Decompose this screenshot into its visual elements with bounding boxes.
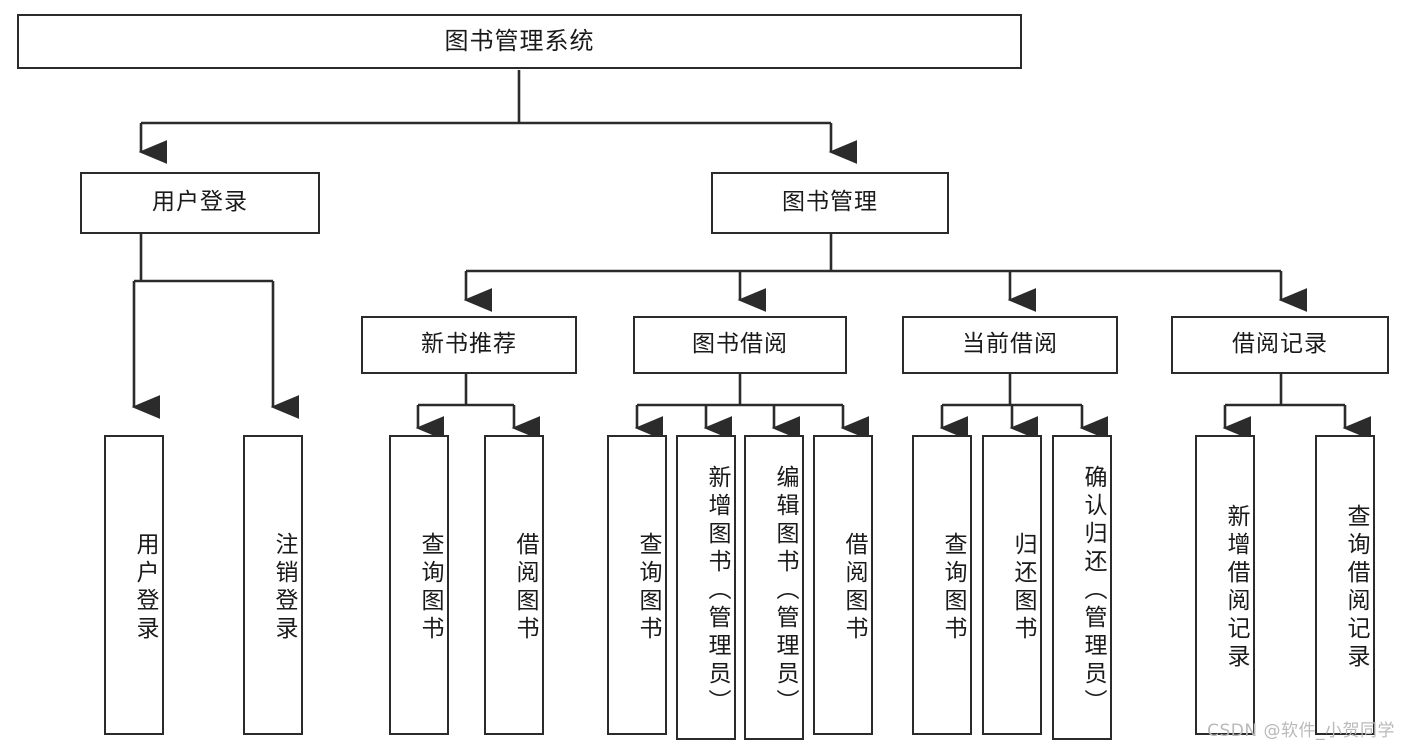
leaf-user-login-login[interactable]: 用户登录 — [104, 435, 164, 735]
leaf-current-borrow-return-books[interactable]: 归还图书 — [982, 435, 1042, 735]
leaf-book-borrow-query-books[interactable]: 查询图书 — [607, 435, 667, 735]
leaf-label: 借阅图书 — [512, 532, 538, 644]
node-borrowing-records[interactable]: 借阅记录 — [1171, 316, 1389, 374]
leaf-label: 查询图书 — [417, 532, 443, 644]
leaf-label: 归还图书 — [1010, 532, 1036, 644]
leaf-label: 编辑图书（管理员） — [772, 464, 798, 717]
leaf-current-borrow-query-books[interactable]: 查询图书 — [912, 435, 972, 735]
leaf-records-add-borrow-record[interactable]: 新增借阅记录 — [1195, 435, 1255, 735]
leaf-book-borrow-add-book-admin[interactable]: 新增图书（管理员） — [676, 435, 736, 740]
node-book-borrowing[interactable]: 图书借阅 — [633, 316, 847, 374]
leaf-label: 查询借阅记录 — [1343, 504, 1369, 672]
leaf-current-borrow-confirm-return-admin[interactable]: 确认归还（管理员） — [1052, 435, 1112, 740]
leaf-new-book-query-books[interactable]: 查询图书 — [389, 435, 449, 735]
leaf-label: 查询图书 — [940, 532, 966, 644]
leaf-label: 确认归还（管理员） — [1080, 464, 1106, 717]
leaf-label: 查询图书 — [635, 532, 661, 644]
leaf-book-borrow-edit-book-admin[interactable]: 编辑图书（管理员） — [744, 435, 804, 740]
leaf-records-query-borrow-record[interactable]: 查询借阅记录 — [1315, 435, 1375, 735]
leaf-label: 注销登录 — [271, 532, 297, 644]
leaf-label: 新增借阅记录 — [1223, 504, 1249, 672]
leaf-user-login-logout[interactable]: 注销登录 — [243, 435, 303, 735]
leaf-new-book-borrow-books[interactable]: 借阅图书 — [484, 435, 544, 735]
watermark: CSDN @软件_小贺同学 — [1207, 721, 1395, 741]
leaf-label: 借阅图书 — [841, 532, 867, 644]
node-new-book-recommendation[interactable]: 新书推荐 — [361, 316, 577, 374]
leaf-label: 用户登录 — [132, 532, 158, 644]
leaf-book-borrow-borrow-books[interactable]: 借阅图书 — [813, 435, 873, 735]
node-book-management[interactable]: 图书管理 — [711, 172, 949, 234]
leaf-label: 新增图书（管理员） — [704, 464, 730, 717]
node-root-book-management-system[interactable]: 图书管理系统 — [17, 14, 1022, 69]
node-user-login[interactable]: 用户登录 — [80, 172, 320, 234]
node-current-borrowing[interactable]: 当前借阅 — [902, 316, 1118, 374]
